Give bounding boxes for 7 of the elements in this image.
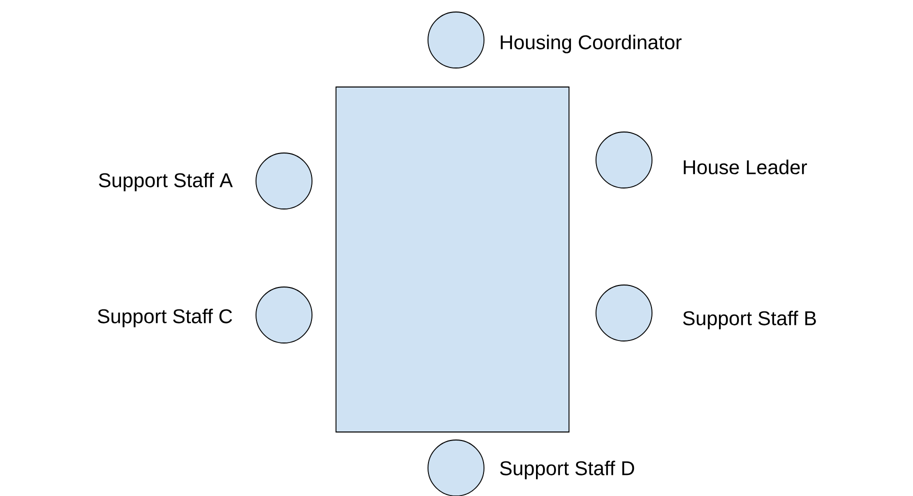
seat-label: Support Staff A xyxy=(98,172,233,192)
seat-label: Support Staff C xyxy=(98,308,232,328)
seat-label: Support Staff D xyxy=(500,460,634,480)
seat-label: Housing Coordinator xyxy=(500,34,682,54)
seat-label: House Leader xyxy=(684,160,807,174)
seat-label: Support Staff B xyxy=(683,310,816,330)
table-rectangle xyxy=(336,86,570,432)
